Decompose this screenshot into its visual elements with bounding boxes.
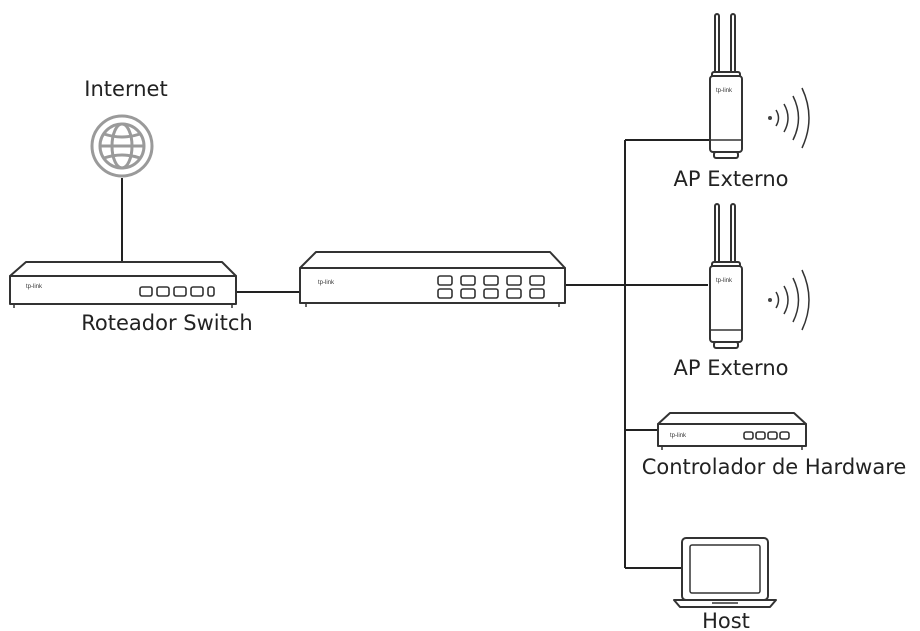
- router-ports: [139, 286, 215, 297]
- ap1-label: AP Externo: [674, 167, 789, 191]
- ap2-brand-logo: tp-link: [716, 278, 733, 284]
- router-label: Roteador Switch: [81, 311, 252, 335]
- switch-ports: [437, 275, 545, 299]
- switch-brand-logo: tp-link: [318, 280, 335, 286]
- internet-label: Internet: [84, 77, 167, 101]
- hardware-controller-icon: tp-link: [657, 412, 807, 450]
- ap2-label: AP Externo: [674, 356, 789, 380]
- wifi-signal-icon: [768, 269, 810, 331]
- router-brand-logo: tp-link: [26, 284, 43, 290]
- wifi-signal-icon: [768, 87, 810, 149]
- host-label: Host: [702, 609, 750, 631]
- controller-label: Controlador de Hardware: [642, 455, 907, 479]
- router-icon: tp-link: [9, 261, 237, 308]
- controller-brand-logo: tp-link: [670, 433, 687, 439]
- connections: [121, 139, 712, 569]
- switch-icon: tp-link: [299, 251, 566, 307]
- outdoor-access-point-icon: tp-link: [709, 203, 743, 349]
- laptop-icon: [673, 537, 777, 608]
- ap1-brand-logo: tp-link: [716, 88, 733, 94]
- outdoor-access-point-icon: tp-link: [709, 13, 743, 159]
- controller-ports: [743, 431, 790, 440]
- globe-icon: [90, 114, 154, 178]
